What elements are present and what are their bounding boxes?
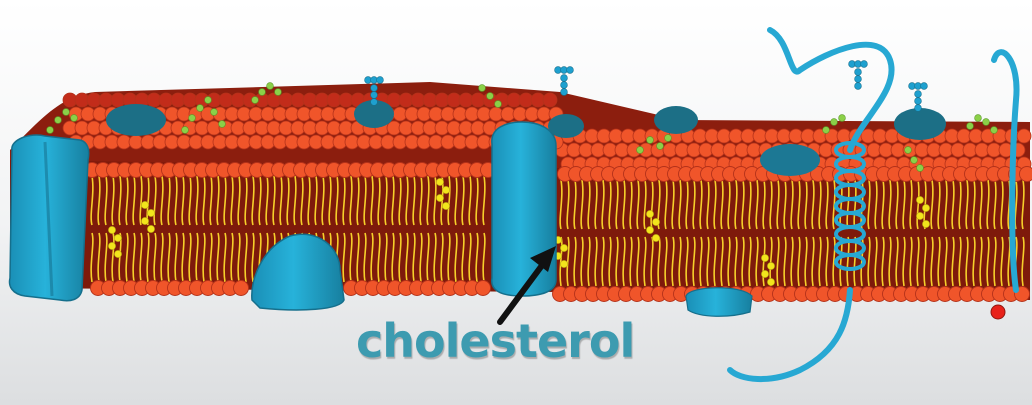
- cholesterol-label: cholesterol: [356, 314, 635, 368]
- peripheral-protein-top-left: [106, 104, 166, 136]
- front-heads-lower-row: [90, 280, 1030, 302]
- transmembrane-protein-center: [491, 121, 557, 297]
- peripheral-protein-top-right: [548, 106, 946, 176]
- peripheral-protein-bottom-right: [685, 287, 753, 317]
- cholesterol-molecules: [108, 178, 930, 286]
- alpha-helix-protein: [727, 27, 1020, 383]
- peripheral-protein-top-center: [354, 100, 394, 128]
- channel-protein-bottom: [251, 233, 345, 311]
- cholesterol-pointer-arrow: [497, 246, 556, 325]
- transmembrane-protein-left: [8, 134, 90, 302]
- glycolipid-chains: [46, 60, 998, 172]
